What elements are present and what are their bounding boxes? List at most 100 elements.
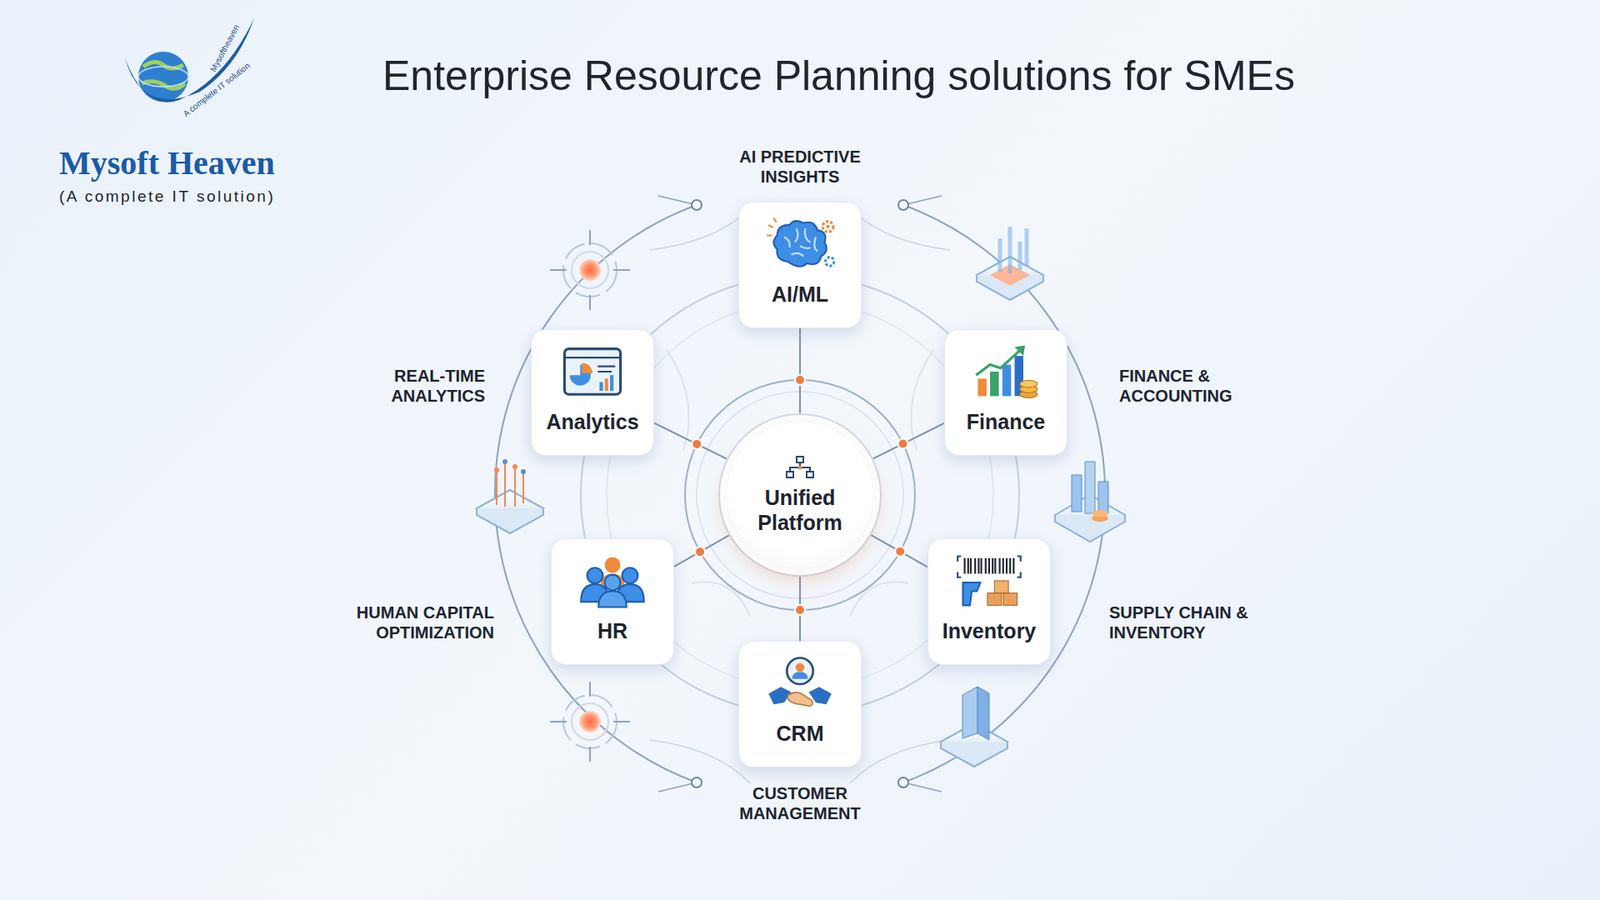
node-label: Unified Platform xyxy=(750,485,850,535)
icon-shape xyxy=(792,671,809,679)
icon-shape xyxy=(605,378,609,391)
inventory-icon xyxy=(954,552,1025,611)
icon-shape xyxy=(550,681,630,762)
icon-shape xyxy=(597,366,615,372)
module-card: AI/ML xyxy=(738,201,862,329)
icon-shape xyxy=(977,378,987,396)
junction-dot xyxy=(898,438,909,449)
page-title: Enterprise Resource Planning solutions f… xyxy=(382,51,1295,100)
icon-shape xyxy=(796,456,804,463)
icon-shape xyxy=(940,741,1008,767)
icon-shape xyxy=(605,575,621,591)
icon-shape xyxy=(495,205,697,783)
icon-shape xyxy=(795,663,805,673)
module-caption: FINANCE & ACCOUNTING xyxy=(1119,365,1265,406)
icon-shape xyxy=(994,580,1009,594)
handshake-icon xyxy=(765,655,835,714)
icon-shape xyxy=(512,464,518,470)
icon-shape xyxy=(571,703,609,740)
icon-shape xyxy=(940,686,1008,767)
icon-shape xyxy=(599,382,603,392)
connector-line xyxy=(654,423,727,460)
icon-shape xyxy=(977,686,990,740)
icon-shape xyxy=(825,257,835,267)
node-label: Analytics xyxy=(545,410,639,435)
brand-tagline: (A complete IT solution) xyxy=(59,187,335,207)
icon-shape xyxy=(564,356,620,359)
icon-shape xyxy=(691,200,702,210)
icon-shape xyxy=(1085,461,1095,514)
icon-shape xyxy=(1015,345,1026,356)
module-caption: HUMAN CAPITAL OPTIMIZATION xyxy=(315,602,495,643)
icon-shape xyxy=(766,217,777,235)
node-label: Inventory xyxy=(942,619,1037,644)
hierarchy-icon xyxy=(783,455,817,480)
icon-shape xyxy=(691,777,702,788)
icon-shape xyxy=(898,777,909,788)
icon-shape xyxy=(476,459,544,534)
icon-shape xyxy=(822,221,834,233)
icon-shape xyxy=(965,558,1015,575)
icon-shape xyxy=(696,391,904,599)
icon-shape xyxy=(1098,481,1109,514)
analytics-icon xyxy=(557,343,628,402)
icon-shape xyxy=(1091,510,1109,517)
icon-shape xyxy=(987,593,1002,606)
module-caption: CUSTOMER MANAGEMENT xyxy=(725,783,875,824)
icon-shape xyxy=(581,362,593,374)
icon-shape xyxy=(520,469,526,475)
icon-shape xyxy=(790,462,810,472)
icon-shape xyxy=(798,465,803,470)
icon-shape xyxy=(976,226,1044,300)
icon-shape xyxy=(571,251,609,289)
icon-shape xyxy=(898,200,909,210)
icon-shape xyxy=(957,556,1021,578)
node-label: CRM xyxy=(776,721,825,746)
icon-shape xyxy=(550,230,630,310)
node-label: AI/ML xyxy=(771,282,829,307)
icon-shape xyxy=(962,686,978,739)
module-card: CRM xyxy=(738,640,862,768)
module-caption: SUPPLY CHAIN & INVENTORY xyxy=(1109,602,1260,643)
module-card: Finance xyxy=(944,329,1068,456)
icon-shape xyxy=(975,349,1022,376)
icon-shape xyxy=(784,228,818,257)
module-card: HR xyxy=(550,538,675,665)
icon-shape xyxy=(1000,226,1027,274)
icon-shape xyxy=(564,349,620,395)
icon-shape xyxy=(806,471,814,478)
junction-dot xyxy=(795,375,805,385)
junction-dot xyxy=(691,439,702,450)
brain-icon xyxy=(765,215,835,275)
icon-shape xyxy=(1071,475,1082,512)
icon-shape xyxy=(502,459,508,465)
target-icon xyxy=(550,230,630,762)
icon-shape xyxy=(1003,593,1018,606)
icon-shape xyxy=(826,225,830,229)
connector-line xyxy=(870,535,928,567)
junction-dot xyxy=(895,546,905,557)
icon-shape xyxy=(658,195,942,792)
icon-shape xyxy=(563,695,617,749)
icon-shape xyxy=(685,380,915,610)
module-card: Inventory xyxy=(927,538,1051,665)
module-card: Analytics xyxy=(530,329,655,456)
icon-shape xyxy=(1055,515,1125,542)
icon-shape xyxy=(1002,365,1012,397)
icon-shape xyxy=(579,259,601,281)
icon-shape xyxy=(476,508,544,534)
icon-shape xyxy=(563,243,617,297)
connector-line xyxy=(873,423,945,459)
icon-shape xyxy=(1055,461,1125,542)
junction-dot xyxy=(795,605,805,615)
icon-shape xyxy=(605,557,621,574)
icon-shape xyxy=(1020,380,1038,387)
icon-shape xyxy=(138,66,189,87)
icon-shape xyxy=(622,567,639,584)
icon-shape xyxy=(598,591,627,608)
module-caption: AI PREDICTIVE INSIGHTS xyxy=(720,146,880,187)
icon-shape xyxy=(965,558,1015,575)
icon-shape xyxy=(650,208,950,784)
icon-shape xyxy=(903,205,1105,783)
